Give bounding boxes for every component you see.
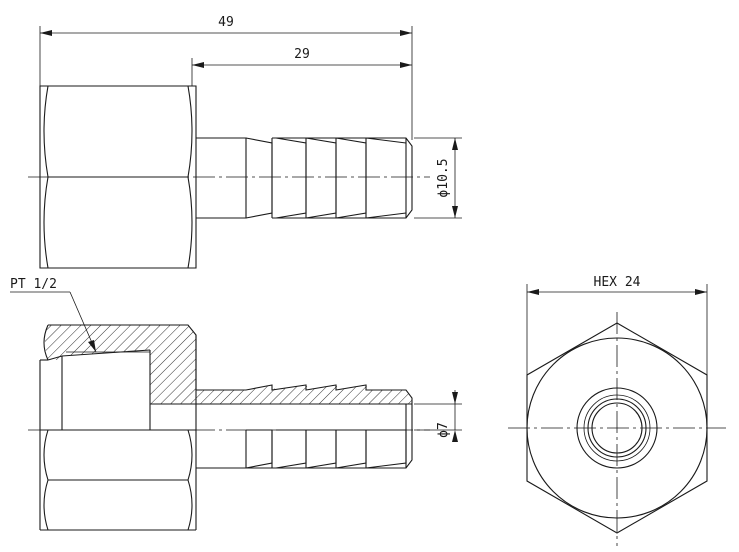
end-view: HEX 24 [508,275,726,546]
dim-barb-length: 29 [294,47,310,62]
dim-overall-length: 49 [218,15,234,30]
thread-label: PT 1/2 [10,277,57,292]
top-view: 49 29 ϕ10.5 [28,15,462,269]
dim-barb-od: ϕ10.5 [436,158,451,197]
section-view: PT 1/2 ϕ7 [10,277,462,531]
dim-hex: HEX 24 [594,275,641,290]
dim-bore: ϕ7 [436,422,451,438]
